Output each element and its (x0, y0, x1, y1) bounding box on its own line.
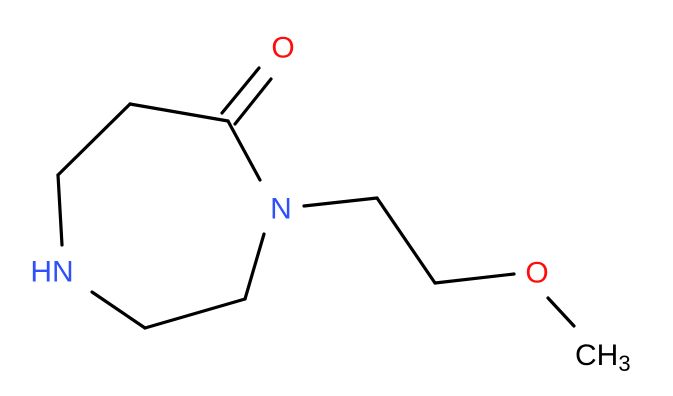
bond-ch2-to-nh (90, 290, 147, 330)
bond-o-to-methyl (546, 296, 576, 328)
bond-ch2-to-carbonyl-c (128, 102, 230, 123)
methyl-subscript: 3 (618, 351, 630, 376)
ring-nitrogen-label: N (270, 193, 292, 226)
bond-c-carbonyl-to-n (226, 119, 262, 182)
bond-ch2-to-ch2 (143, 297, 247, 330)
bond-n-to-ch2 (243, 232, 266, 301)
methyl-label: CH3 (575, 339, 631, 376)
bond-n-to-ethyl-c1 (302, 196, 379, 208)
bond-carbonyl-double-2 (233, 77, 273, 126)
ring-nh-label: HN (30, 256, 73, 289)
bond-nh-to-ch2 (56, 173, 64, 247)
bond-ch2-to-ch2-upper (56, 102, 132, 177)
methyl-ch-text: CH (575, 339, 618, 372)
ether-oxygen-label: O (525, 257, 548, 290)
carbonyl-oxygen-label: O (271, 32, 294, 65)
bond-ethyl-c1-to-c2 (375, 196, 437, 285)
bond-carbonyl-double-1 (220, 66, 261, 115)
bond-ethyl-c2-to-o (433, 272, 516, 285)
